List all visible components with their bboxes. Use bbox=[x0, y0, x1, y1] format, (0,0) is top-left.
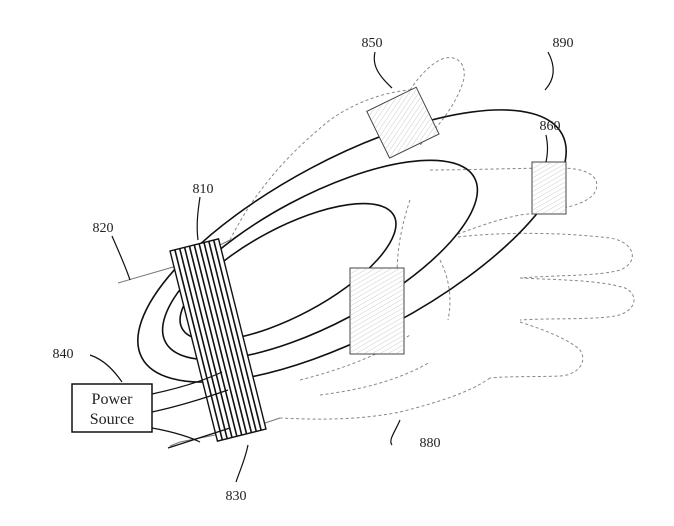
label-840: 840 bbox=[53, 347, 74, 362]
patch-860 bbox=[532, 162, 566, 214]
label-860: 860 bbox=[540, 119, 561, 134]
label-890: 890 bbox=[553, 36, 574, 51]
label-880: 880 bbox=[420, 436, 441, 451]
leader-890 bbox=[545, 52, 553, 90]
loop-coils bbox=[101, 57, 604, 436]
outer-loop bbox=[101, 57, 604, 436]
leader-820 bbox=[112, 236, 130, 280]
leader-880 bbox=[391, 420, 400, 445]
label-820: 820 bbox=[93, 221, 114, 236]
wrist-band-coil bbox=[170, 239, 266, 441]
label-810: 810 bbox=[193, 182, 214, 197]
leader-850 bbox=[374, 52, 392, 88]
leader-810 bbox=[197, 197, 200, 240]
power-source-line2: Source bbox=[90, 411, 134, 428]
patch-850 bbox=[367, 87, 439, 158]
leader-840 bbox=[90, 355, 122, 382]
label-850: 850 bbox=[362, 36, 383, 51]
label-830: 830 bbox=[226, 489, 247, 504]
leader-860 bbox=[546, 135, 548, 162]
reference-labels: 850 890 860 810 820 840 880 830 bbox=[53, 36, 574, 504]
leader-830 bbox=[236, 445, 248, 482]
leader-lines bbox=[90, 52, 553, 482]
patch-880 bbox=[350, 268, 404, 354]
power-source-line1: Power bbox=[92, 391, 134, 408]
power-source-box: Power Source bbox=[72, 384, 152, 432]
